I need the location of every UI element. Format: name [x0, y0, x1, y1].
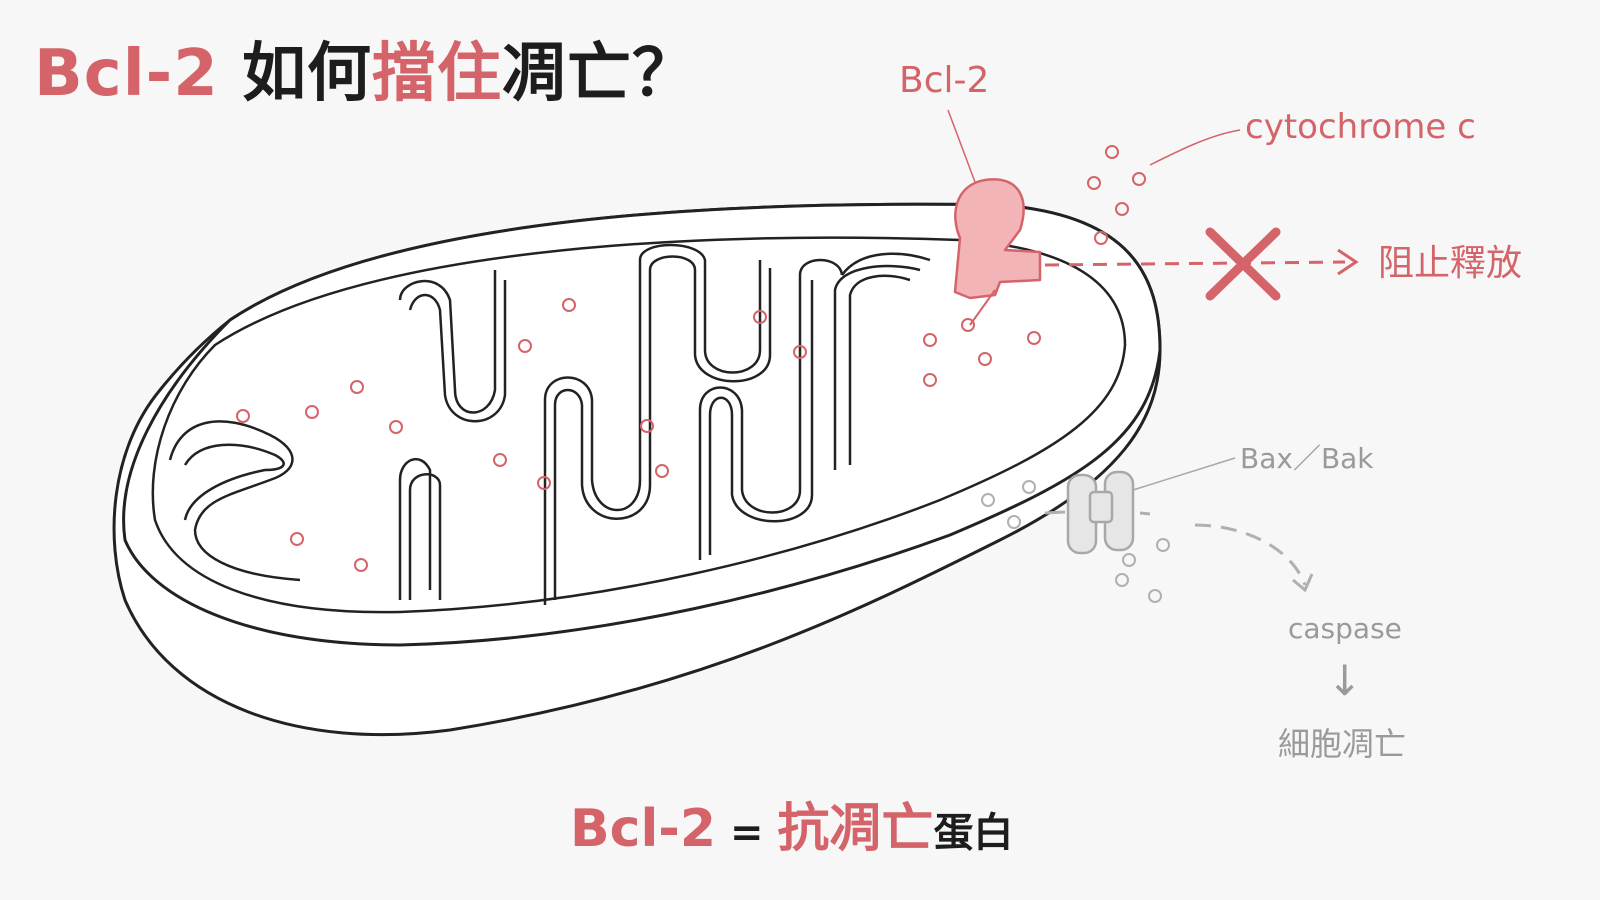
cristae — [168, 243, 931, 605]
down-arrow: ↓ — [1327, 656, 1362, 705]
block-label: 阻止釋放 — [1378, 243, 1522, 284]
apoptosis-label: 細胞凋亡 — [1278, 725, 1406, 763]
title-part1: 如何 — [218, 37, 373, 111]
baxbak-leader-line — [1132, 457, 1236, 491]
footer-term: Bcl-2 — [570, 799, 717, 859]
released-dots — [981, 480, 1170, 603]
footer-equation: Bcl-2 = 抗凋亡蛋白 — [570, 786, 1013, 861]
caspase-arrow-head — [1292, 573, 1314, 593]
bcl2-protein — [953, 178, 1042, 300]
cytochrome-leader-line — [1149, 129, 1241, 166]
footer-suffix: 蛋白 — [933, 810, 1014, 856]
title-highlight: 擋住 — [372, 37, 503, 111]
grey-dash-right — [1139, 511, 1151, 516]
inner-membrane — [151, 236, 1127, 614]
grey-dash-left — [1044, 510, 1066, 515]
blocked-arrow-line — [1044, 260, 1346, 267]
baxbak-label: Bax／Bak — [1240, 442, 1374, 475]
cytochrome-label: cytochrome c — [1245, 107, 1476, 147]
block-x-icon — [1205, 227, 1281, 301]
footer-equals: = — [716, 810, 778, 856]
cytochrome-dots — [1087, 145, 1146, 245]
blocked-arrow-head — [1337, 248, 1359, 276]
matrix-dots — [236, 298, 1041, 572]
baxbak-channel — [1066, 470, 1135, 555]
caspase-arrow — [1194, 523, 1307, 586]
title-part2: 凋亡？ — [502, 37, 698, 111]
bcl2-label: Bcl-2 — [899, 60, 989, 101]
title-bcl2: Bcl-2 — [34, 37, 219, 111]
bcl2-leader-line — [947, 109, 976, 183]
footer-highlight: 抗凋亡 — [777, 799, 934, 859]
caspase-label: caspase — [1288, 612, 1402, 645]
bcl2-binding-line — [969, 289, 996, 326]
page-title: Bcl-2 如何擋住凋亡？ — [34, 22, 697, 114]
